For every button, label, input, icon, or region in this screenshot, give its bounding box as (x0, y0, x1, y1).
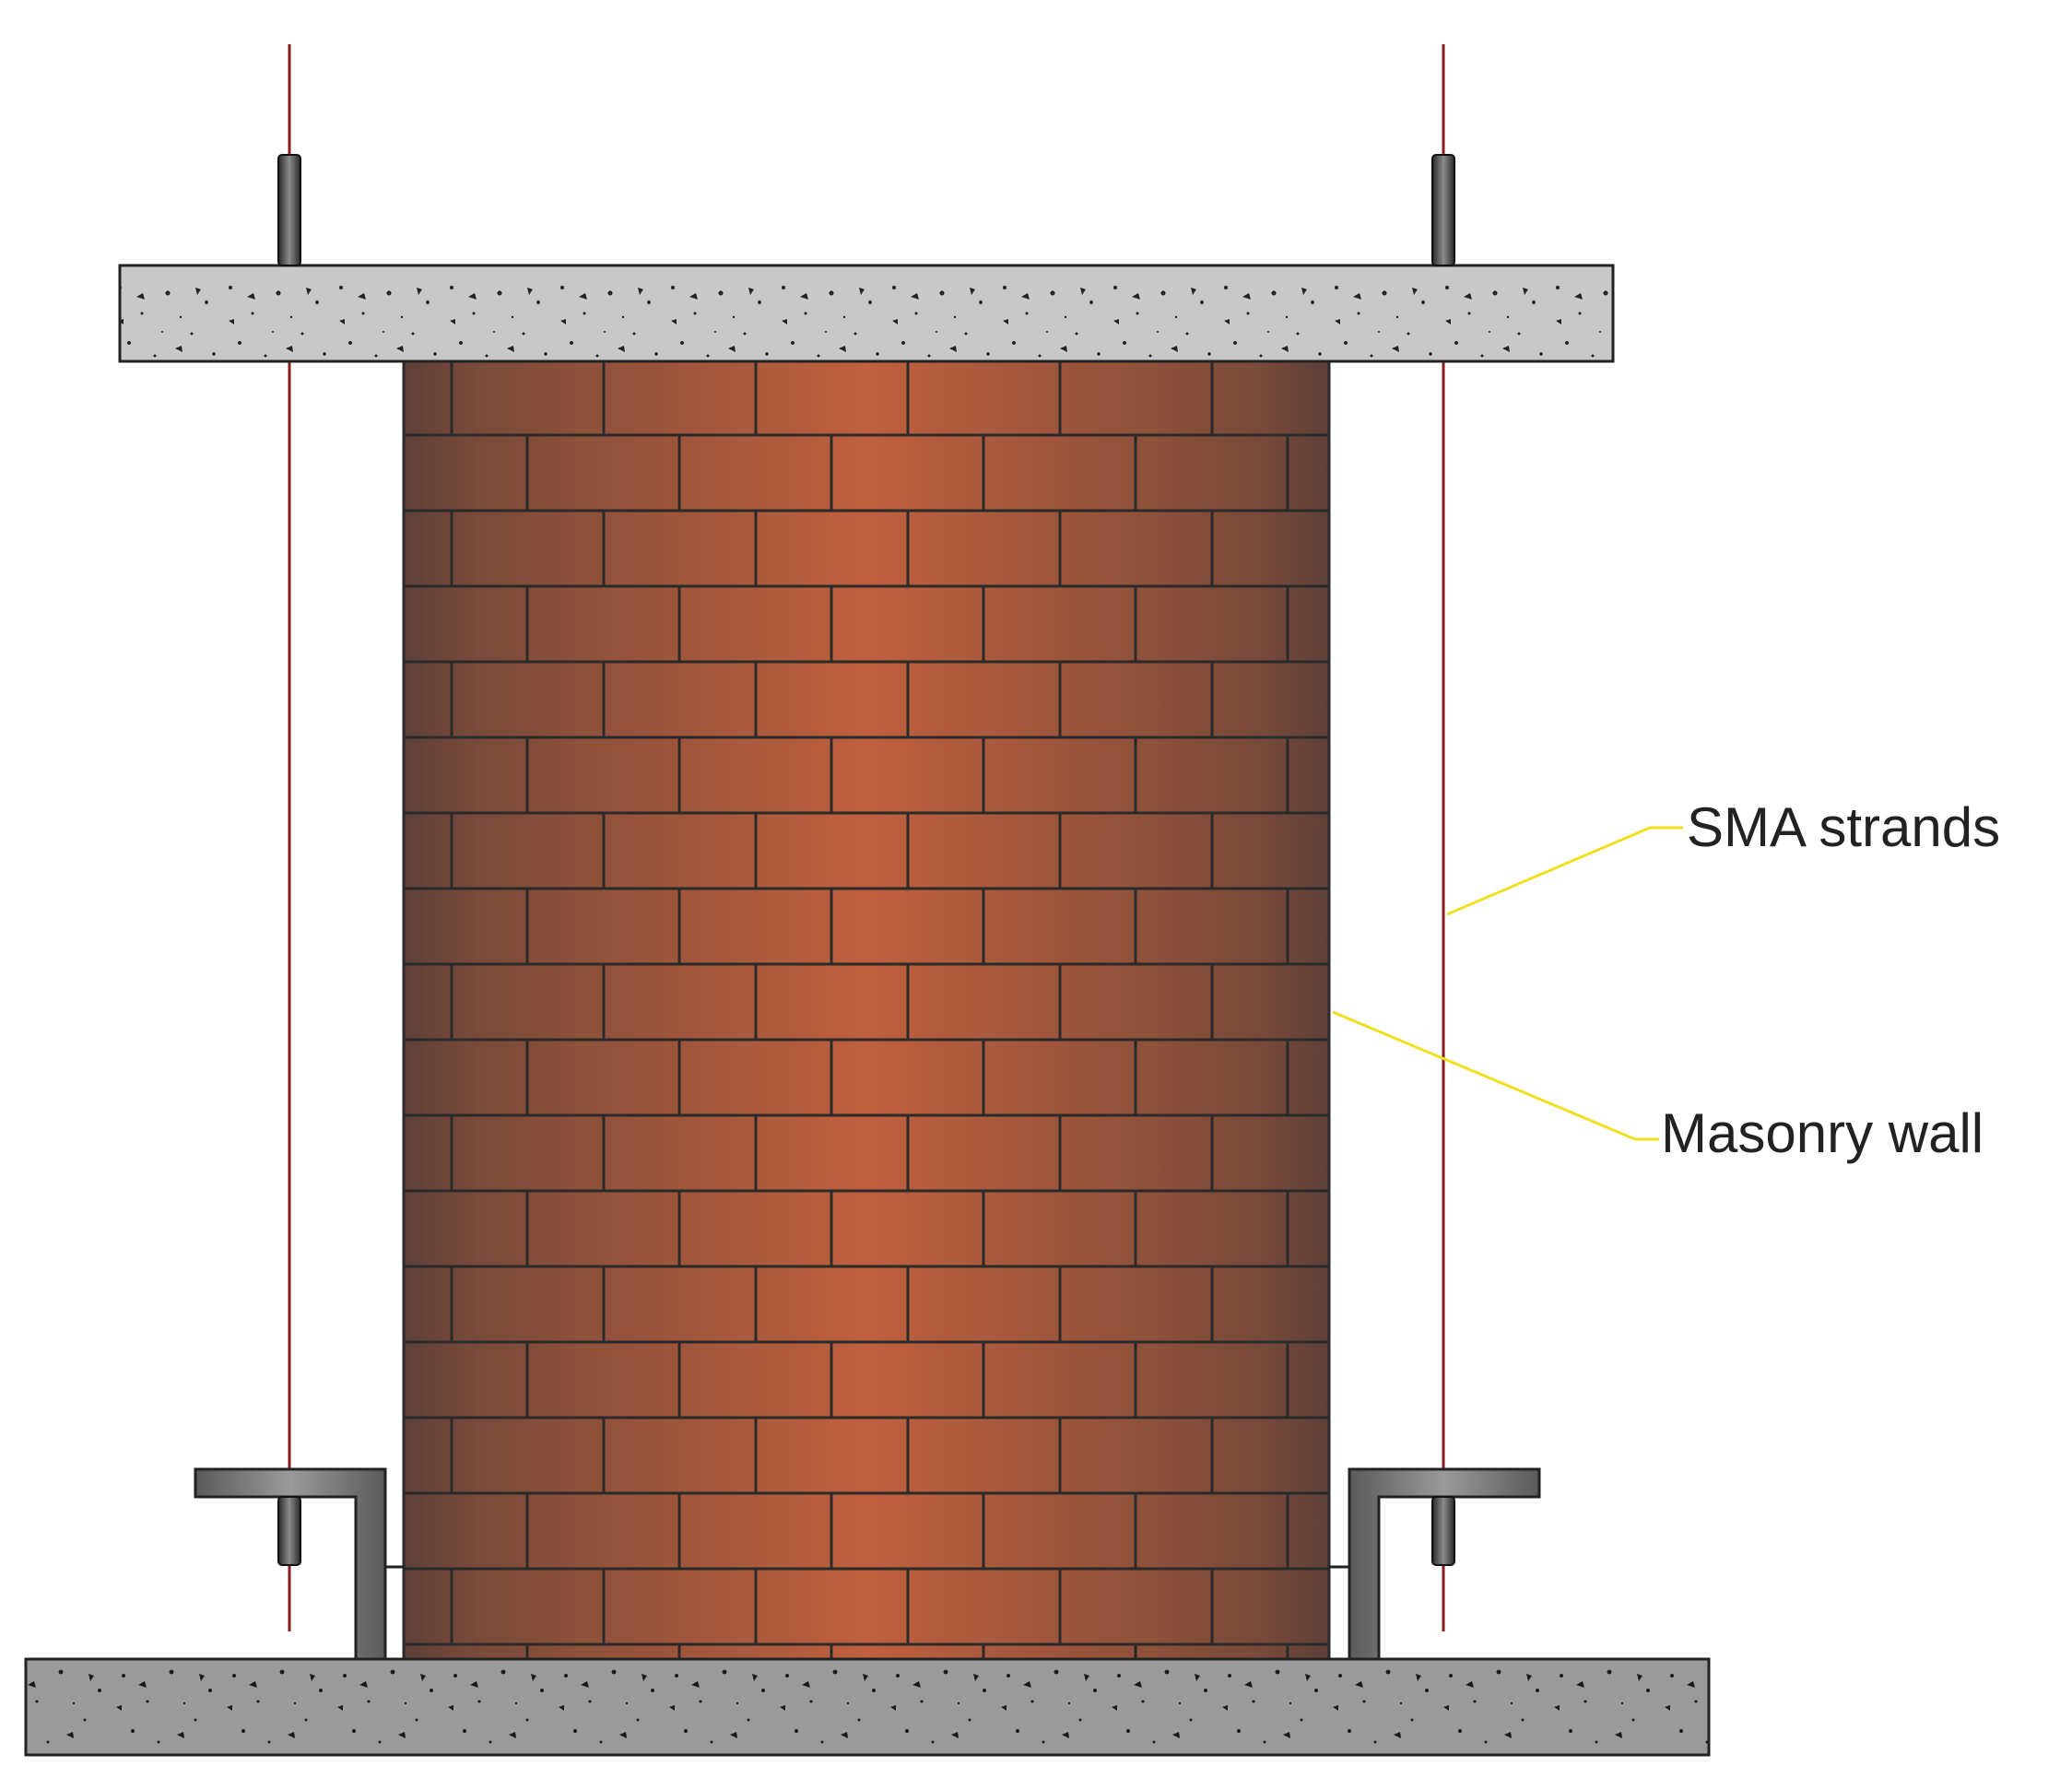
sma-strands-label: SMA strands (1687, 796, 2001, 858)
mortar-joints (404, 359, 1329, 1659)
angle-bracket-right (1348, 1467, 1541, 1661)
top-anchor-left (277, 154, 301, 266)
angle-bracket-left (194, 1467, 387, 1661)
masonry-wall-label: Masonry wall (1661, 1102, 1984, 1164)
top-concrete-slab (118, 264, 1615, 363)
bottom-anchor-right (1431, 1496, 1455, 1566)
bottom-anchor-left (277, 1496, 301, 1566)
masonry-wall (402, 358, 1331, 1661)
base-concrete-slab (24, 1657, 1711, 1757)
sma-strands-leader-line (1446, 826, 1683, 916)
masonry-wall-leader-line (1332, 1010, 1659, 1141)
top-anchor-right (1431, 154, 1455, 266)
